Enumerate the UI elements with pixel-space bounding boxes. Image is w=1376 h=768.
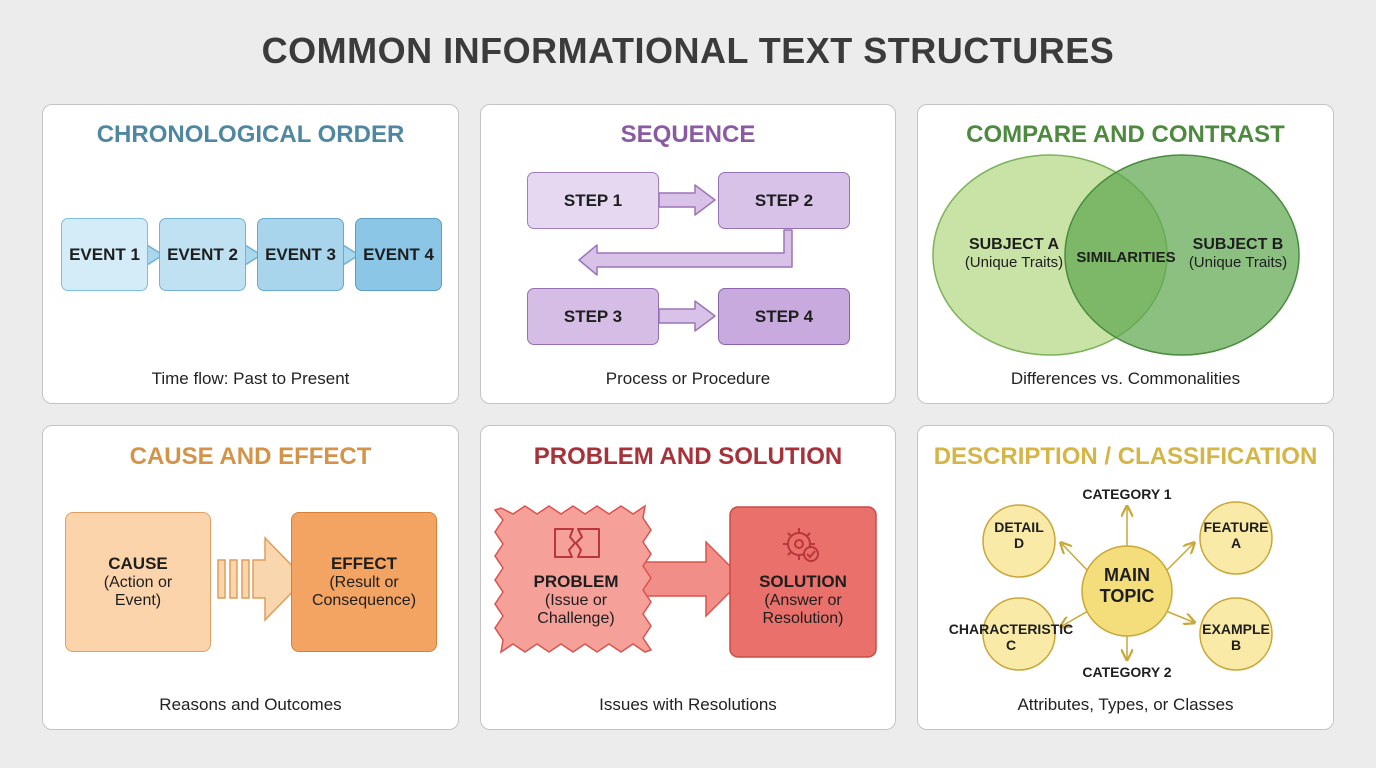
example-label: EXAMPLE B	[1202, 621, 1270, 654]
event-3-label: EVENT 3	[265, 244, 336, 264]
effect-box: EFFECT (Result or Consequence)	[291, 512, 437, 652]
characteristic-label: CHARACTERISTIC C	[948, 621, 1074, 654]
card-problem-and-solution: PROBLEM AND SOLUTION PROBLEM (Issue or C…	[480, 425, 896, 730]
card-title: DESCRIPTION / CLASSIFICATION	[933, 443, 1318, 470]
problem-burst	[493, 504, 653, 654]
main-topic-circle	[1081, 545, 1173, 637]
cause-box: CAUSE (Action or Event)	[65, 512, 211, 652]
gear-check-icon	[783, 528, 819, 562]
sequence-arrows	[578, 184, 793, 332]
cause-effect-arrow	[217, 536, 307, 622]
page-title: COMMON INFORMATIONAL TEXT STRUCTURES	[261, 30, 1115, 71]
concept-map	[982, 501, 1273, 671]
similarities-label: SIMILARITIES	[1076, 249, 1176, 266]
card-caption: Issues with Resolutions	[599, 695, 777, 714]
step-3-label: STEP 3	[563, 306, 623, 326]
problem-solution-graphics	[493, 504, 877, 658]
step-1-label: STEP 1	[563, 190, 623, 210]
venn-circle-b	[1064, 154, 1300, 356]
step-3: STEP 3	[527, 288, 659, 345]
event-arrows	[146, 243, 361, 267]
feature-circle	[1199, 501, 1273, 575]
card-compare-and-contrast: COMPARE AND CONTRAST SUBJECT A (Unique T…	[917, 104, 1334, 404]
category-2-label: CATEGORY 2	[1082, 664, 1172, 680]
card-caption: Reasons and Outcomes	[159, 695, 342, 714]
card-title: CAUSE AND EFFECT	[129, 443, 372, 470]
subject-a-label: SUBJECT A (Unique Traits)	[964, 236, 1064, 272]
problem-label: PROBLEM (Issue or Challenge)	[533, 572, 619, 627]
detail-label: DETAIL D	[994, 519, 1044, 552]
event-1: EVENT 1	[61, 218, 148, 291]
card-cause-and-effect: CAUSE AND EFFECT CAUSE (Action or Event)…	[42, 425, 459, 730]
event-2: EVENT 2	[159, 218, 246, 291]
main-topic-label: MAIN TOPIC	[1099, 565, 1155, 606]
step-1: STEP 1	[527, 172, 659, 229]
card-caption: Process or Procedure	[605, 369, 771, 388]
event-3: EVENT 3	[257, 218, 344, 291]
card-title: PROBLEM AND SOLUTION	[533, 443, 843, 470]
step-2-label: STEP 2	[754, 190, 814, 210]
card-sequence: SEQUENCE STEP 1 STEP 2 STEP 3 STEP 4 Pro…	[480, 104, 896, 404]
subject-b-label: SUBJECT B (Unique Traits)	[1188, 236, 1288, 272]
card-title: CHRONOLOGICAL ORDER	[96, 121, 405, 148]
card-caption: Attributes, Types, or Classes	[1017, 695, 1234, 714]
card-caption: Time flow: Past to Present	[151, 369, 350, 388]
solution-label: SOLUTION (Answer or Resolution)	[759, 572, 847, 627]
broken-puzzle-icon	[554, 528, 600, 558]
card-title: SEQUENCE	[620, 121, 756, 148]
detail-circle	[982, 504, 1056, 578]
step-4: STEP 4	[718, 288, 850, 345]
solution-box	[729, 506, 877, 658]
event-4: EVENT 4	[355, 218, 442, 291]
card-description-classification: DESCRIPTION / CLASSIFICATION MAIN TOPIC …	[917, 425, 1334, 730]
card-caption: Differences vs. Commonalities	[1010, 369, 1241, 388]
step-4-label: STEP 4	[754, 306, 814, 326]
card-chronological-order: CHRONOLOGICAL ORDER EVENT 1 EVENT 2 EVEN…	[42, 104, 459, 404]
event-1-label: EVENT 1	[69, 244, 140, 264]
card-title: COMPARE AND CONTRAST	[966, 121, 1285, 148]
step-2: STEP 2	[718, 172, 850, 229]
characteristic-circle	[982, 597, 1056, 671]
category-1-label: CATEGORY 1	[1082, 486, 1172, 502]
example-circle	[1199, 597, 1273, 671]
event-4-label: EVENT 4	[363, 244, 434, 264]
venn-diagram	[932, 154, 1300, 356]
feature-label: FEATURE A	[1203, 519, 1269, 552]
event-2-label: EVENT 2	[167, 244, 238, 264]
